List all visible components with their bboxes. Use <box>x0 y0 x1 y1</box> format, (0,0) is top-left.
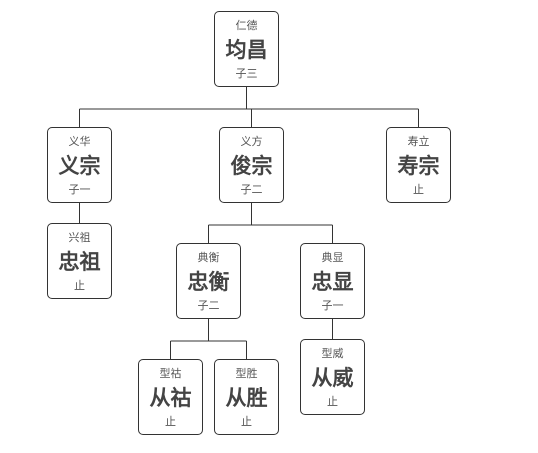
descendant-note: 子二 <box>197 299 220 312</box>
descendant-note: 止 <box>327 395 338 408</box>
node-zhongheng: 典衡 忠衡 子二 <box>176 243 241 319</box>
courtesy-name: 义方 <box>240 135 263 148</box>
courtesy-name: 义华 <box>68 135 91 148</box>
courtesy-name: 典衡 <box>197 251 220 264</box>
courtesy-name: 典显 <box>321 251 344 264</box>
courtesy-name: 寿立 <box>407 135 430 148</box>
given-name: 忠衡 <box>187 270 230 294</box>
descendant-note: 子一 <box>68 183 91 196</box>
given-name: 忠显 <box>311 270 354 294</box>
courtesy-name: 型胜 <box>235 367 258 380</box>
given-name: 俊宗 <box>230 154 273 178</box>
node-congwei: 型威 从威 止 <box>300 339 365 415</box>
node-congsheng: 型胜 从胜 止 <box>214 359 279 435</box>
descendant-note: 子三 <box>235 67 258 80</box>
given-name: 从威 <box>311 366 354 390</box>
descendant-note: 止 <box>74 279 85 292</box>
descendant-note: 子二 <box>240 183 263 196</box>
node-junchang: 仁德 均昌 子三 <box>214 11 279 87</box>
node-yizong: 义华 义宗 子一 <box>47 127 112 203</box>
node-junzong: 义方 俊宗 子二 <box>219 127 284 203</box>
descendant-note: 止 <box>413 183 424 196</box>
descendant-note: 子一 <box>321 299 344 312</box>
descendant-note: 止 <box>165 415 176 428</box>
node-shouzong: 寿立 寿宗 止 <box>386 127 451 203</box>
node-conghu: 型祜 从祜 止 <box>138 359 203 435</box>
courtesy-name: 型祜 <box>159 367 182 380</box>
courtesy-name: 兴祖 <box>68 231 91 244</box>
given-name: 从胜 <box>225 386 268 410</box>
node-zhongxian: 典显 忠显 子一 <box>300 243 365 319</box>
courtesy-name: 仁德 <box>235 19 258 32</box>
given-name: 均昌 <box>225 38 268 62</box>
given-name: 义宗 <box>58 154 101 178</box>
given-name: 忠祖 <box>58 250 101 274</box>
given-name: 从祜 <box>149 386 192 410</box>
descendant-note: 止 <box>241 415 252 428</box>
given-name: 寿宗 <box>397 154 440 178</box>
courtesy-name: 型威 <box>321 347 344 360</box>
node-zhongzu: 兴祖 忠祖 止 <box>47 223 112 299</box>
